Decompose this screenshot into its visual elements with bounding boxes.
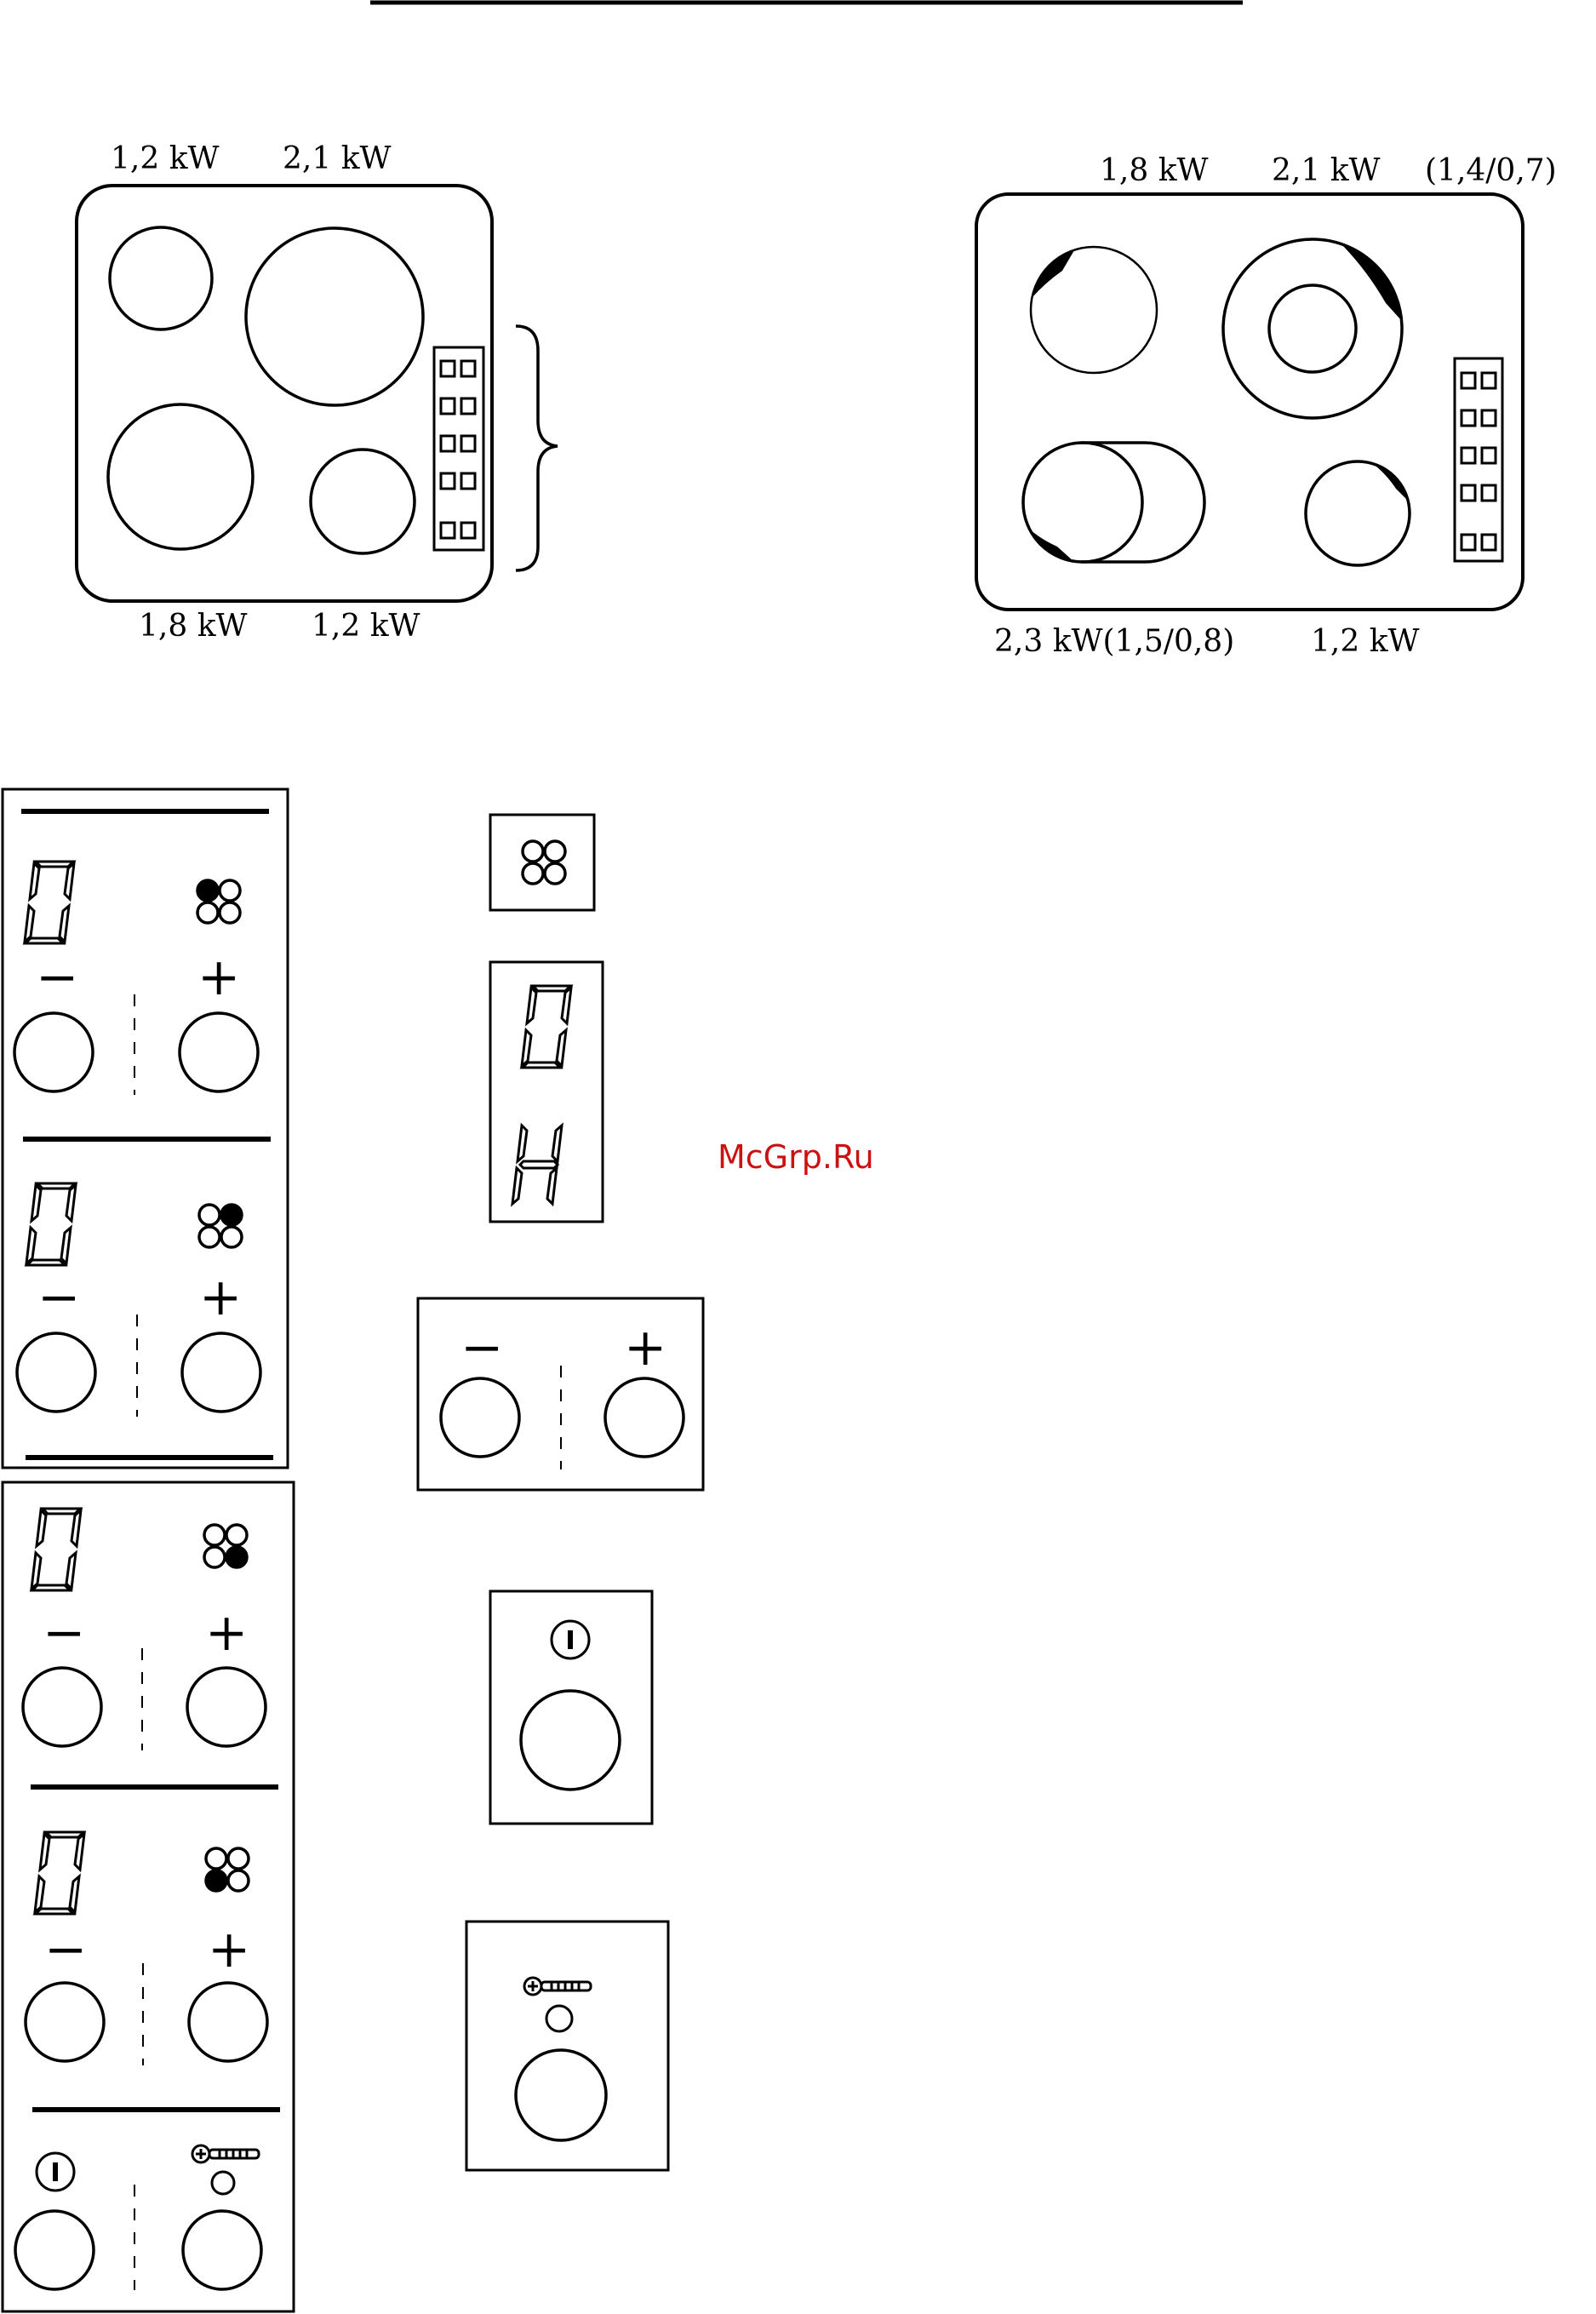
plus-button-3[interactable] <box>187 1668 266 1746</box>
plus-button-detail[interactable] <box>605 1378 684 1457</box>
hob-left-outline <box>77 186 492 601</box>
on-off-button[interactable] <box>15 2211 94 2289</box>
curly-brace <box>516 326 558 570</box>
hob-right: 1,8 kW 2,1 kW (1,4/0,7) <box>976 153 1557 659</box>
minus-label-detail: − <box>460 1318 503 1378</box>
zone-select-icon-1 <box>197 880 240 923</box>
lock-indicator-light-detail <box>546 2006 572 2031</box>
plus-label-1: + <box>197 948 240 1007</box>
minus-button-1[interactable] <box>14 1013 93 1091</box>
plus-button-4[interactable] <box>189 1983 267 2061</box>
power-level-display-2 <box>26 1183 76 1265</box>
zone-left-bottom-left <box>108 404 253 549</box>
plus-label-detail: + <box>624 1318 666 1378</box>
hob-left: 1,2 kW 2,1 kW 1,8 kW 1,2 kW <box>77 141 558 644</box>
power-level-display-4 <box>35 1832 84 1914</box>
lock-indicator-light <box>212 2172 234 2194</box>
detail-lock <box>466 1922 668 2170</box>
hob-right-power-bottom-right: 1,2 kW <box>1311 624 1420 659</box>
hob-left-power-bottom-left: 1,8 kW <box>139 609 248 644</box>
hob-left-power-top-left: 1,2 kW <box>111 141 220 176</box>
key-lock-icon-detail <box>524 1978 591 1995</box>
minus-button-4[interactable] <box>26 1983 104 2061</box>
control-panel-left <box>434 347 483 550</box>
zone-left-top-right <box>246 228 423 405</box>
hob-right-power-top-middle: 2,1 kW <box>1272 153 1381 188</box>
zone-select-icon-detail <box>523 841 565 884</box>
control-strip-lower: − + − + <box>3 1482 294 2311</box>
zone-right-bottom-right <box>1306 461 1410 565</box>
power-on-icon-detail <box>552 1621 589 1658</box>
zone-right-bottom-left <box>1023 443 1204 562</box>
power-level-display-3 <box>31 1509 81 1590</box>
hob-left-power-top-right: 2,1 kW <box>283 141 392 176</box>
control-strip-upper: − + − + <box>3 789 288 1468</box>
detail-on-off <box>490 1591 652 1824</box>
plus-button-2[interactable] <box>182 1333 260 1412</box>
hob-left-power-bottom-right: 1,2 kW <box>312 609 420 644</box>
minus-button-2[interactable] <box>17 1333 95 1412</box>
zone-select-icon-2 <box>199 1205 242 1247</box>
zone-left-top-left <box>110 227 212 329</box>
minus-label-4: − <box>44 1920 87 1979</box>
control-panel-right <box>1455 358 1502 561</box>
key-lock-icon <box>192 2145 259 2162</box>
watermark: McGrp.Ru <box>718 1138 874 1176</box>
detail-plus-minus: − + <box>418 1298 703 1490</box>
power-on-icon <box>37 2153 74 2191</box>
detail-zone-select <box>490 815 594 910</box>
lock-button-detail[interactable] <box>516 2050 606 2140</box>
plus-label-3: + <box>205 1603 248 1663</box>
power-level-display-1 <box>25 862 74 943</box>
hob-right-power-top-left: 1,8 kW <box>1100 153 1209 188</box>
plus-label-4: + <box>208 1920 250 1979</box>
hob-right-power-bottom-left: 2,3 kW(1,5/0,8) <box>994 624 1234 659</box>
plus-label-2: + <box>199 1268 242 1327</box>
detail-display <box>490 962 603 1222</box>
zone-right-top-left <box>1031 247 1157 373</box>
zone-left-bottom-right <box>311 450 415 553</box>
minus-label-3: − <box>43 1603 85 1663</box>
minus-button-detail[interactable] <box>441 1378 519 1457</box>
zone-select-icon-4 <box>206 1848 249 1891</box>
on-off-button-detail[interactable] <box>521 1691 620 1790</box>
minus-label-2: − <box>37 1268 80 1327</box>
lock-button[interactable] <box>183 2211 261 2289</box>
minus-button-3[interactable] <box>23 1668 101 1746</box>
zone-select-icon-3 <box>204 1525 247 1567</box>
display-digit-zero <box>522 986 571 1068</box>
zone-right-top-middle <box>1223 239 1402 418</box>
hob-right-power-top-dual: (1,4/0,7) <box>1425 153 1557 188</box>
hob-right-outline <box>976 194 1523 610</box>
plus-button-1[interactable] <box>180 1013 258 1091</box>
minus-label-1: − <box>36 948 78 1007</box>
display-residual-heat-h <box>512 1125 562 1204</box>
